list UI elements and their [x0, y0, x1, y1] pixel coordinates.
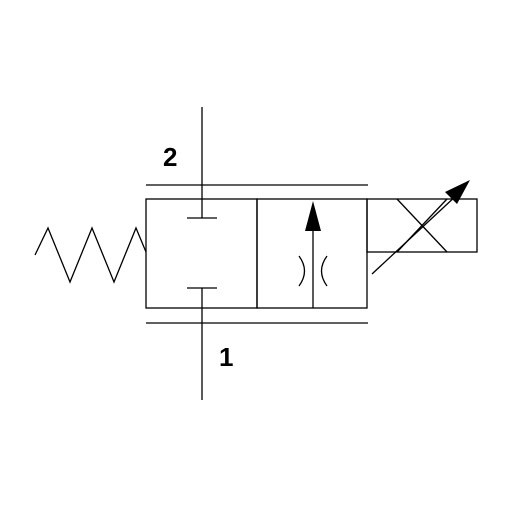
- port-2-label: 2: [163, 142, 177, 172]
- variable-throttle-check-block: [256, 198, 368, 309]
- spring-icon: [34, 226, 147, 284]
- variable-adjust-arrow-line: [371, 193, 459, 275]
- proportional-solenoid-icon: [366, 198, 478, 253]
- throttle-right-arc-icon: [320, 255, 328, 287]
- throttle-left-arc-icon: [298, 255, 306, 287]
- flow-arrow-icon: [305, 201, 321, 231]
- variable-adjust-arrowhead-icon: [445, 180, 470, 204]
- port-1-label: 1: [219, 342, 233, 372]
